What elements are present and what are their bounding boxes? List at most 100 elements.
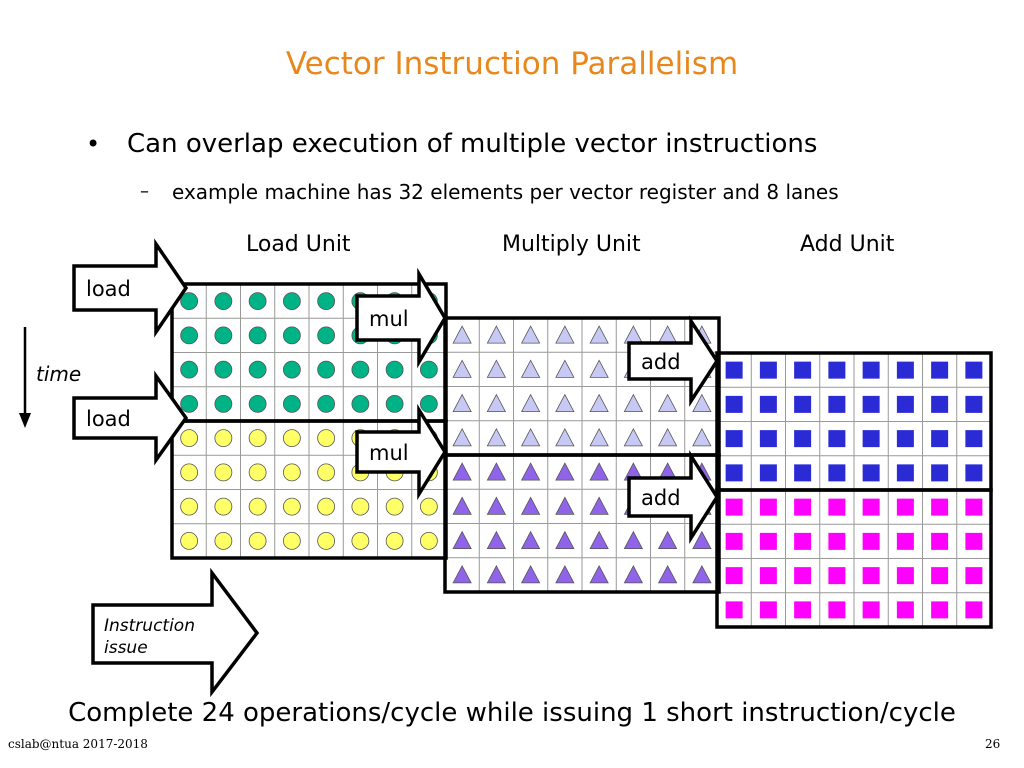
vector-element-circle — [248, 531, 267, 550]
issue-label-line2: issue — [104, 638, 148, 658]
vector-element-circle — [180, 429, 199, 448]
vector-element-triangle — [692, 530, 712, 550]
vector-element-triangle — [589, 359, 609, 378]
main-bullet: Can overlap execution of multiple vector… — [127, 129, 818, 159]
vector-element-square — [794, 532, 812, 550]
vector-element-triangle — [692, 393, 712, 413]
vector-element-triangle — [623, 428, 644, 447]
vector-element-circle — [214, 463, 233, 482]
multiply-unit-label: Multiply Unit — [502, 232, 641, 257]
vector-element-triangle — [589, 428, 609, 447]
vector-element-circle — [180, 497, 199, 516]
vector-element-square — [862, 464, 880, 482]
vector-element-square — [725, 395, 743, 413]
vector-element-square — [828, 601, 846, 619]
vector-element-square — [931, 532, 949, 550]
vector-element-square — [862, 430, 880, 448]
vector-element-triangle — [657, 428, 678, 447]
vector-element-triangle — [692, 565, 712, 584]
vector-element-circle — [214, 429, 233, 448]
vector-element-circle — [282, 531, 301, 550]
vector-element-square — [725, 532, 743, 550]
vector-element-triangle — [520, 462, 541, 481]
vector-element-circle — [351, 497, 370, 516]
vector-element-circle — [385, 497, 404, 516]
vector-element-square — [862, 498, 880, 516]
vector-element-square — [725, 430, 743, 448]
vector-element-circle — [282, 360, 301, 379]
vector-element-circle — [282, 292, 301, 311]
instruction-label: load — [86, 277, 131, 301]
vector-element-square — [725, 464, 743, 482]
vector-element-circle — [282, 394, 301, 413]
vector-element-circle — [317, 497, 336, 516]
instruction-arrow-add: add — [627, 315, 720, 407]
vector-element-square — [725, 498, 743, 516]
vector-element-square — [896, 532, 914, 550]
vector-element-triangle — [486, 462, 507, 481]
vector-element-circle — [180, 292, 199, 311]
vector-element-triangle — [555, 565, 575, 584]
vector-element-triangle — [589, 325, 609, 344]
vector-element-circle — [317, 292, 336, 311]
vector-element-square — [794, 361, 812, 379]
vector-element-triangle — [452, 428, 472, 447]
load-unit-label: Load Unit — [246, 232, 351, 257]
vector-element-triangle — [520, 393, 541, 413]
instruction-arrow-add: add — [627, 449, 720, 545]
vector-element-square — [828, 498, 846, 516]
vector-element-square — [725, 567, 743, 585]
vector-element-triangle — [657, 530, 678, 550]
vector-element-square — [794, 464, 812, 482]
vector-element-circle — [419, 394, 438, 413]
vector-element-triangle — [452, 393, 472, 413]
instruction-label: mul — [369, 307, 409, 331]
vector-element-square — [759, 464, 777, 482]
vector-element-circle — [351, 394, 370, 413]
vector-element-triangle — [452, 462, 472, 481]
vector-element-square — [965, 464, 983, 482]
vector-element-triangle — [520, 565, 541, 584]
vector-element-circle — [282, 497, 301, 516]
vector-element-square — [896, 464, 914, 482]
vector-element-circle — [385, 360, 404, 379]
vector-element-triangle — [452, 359, 472, 378]
vector-element-triangle — [589, 393, 609, 413]
vector-element-circle — [317, 531, 336, 550]
vector-element-triangle — [623, 325, 644, 344]
vector-element-triangle — [555, 462, 575, 481]
vector-element-circle — [317, 463, 336, 482]
vector-element-circle — [248, 497, 267, 516]
vector-element-square — [759, 361, 777, 379]
vector-element-triangle — [452, 325, 472, 344]
instruction-arrow-mul: mul — [355, 403, 448, 501]
vector-element-triangle — [623, 530, 644, 550]
vector-element-triangle — [486, 496, 507, 515]
slide-title: Vector Instruction Parallelism — [285, 46, 739, 82]
vector-element-triangle — [520, 428, 541, 447]
vector-element-circle — [248, 360, 267, 379]
vector-element-circle — [214, 326, 233, 345]
register-block-border — [443, 453, 721, 594]
vector-element-triangle — [657, 325, 678, 344]
vector-element-square — [965, 361, 983, 379]
vector-element-triangle — [486, 393, 507, 413]
vector-element-square — [896, 430, 914, 448]
vector-element-triangle — [555, 393, 575, 413]
summary-text: Complete 24 operations/cycle while issui… — [68, 698, 956, 728]
vector-element-triangle — [486, 359, 507, 378]
instruction-label: load — [86, 407, 131, 431]
vector-element-triangle — [486, 428, 507, 447]
vector-element-triangle — [486, 565, 507, 584]
vector-element-circle — [419, 531, 438, 550]
register-block-mul-5 — [445, 455, 719, 592]
vector-element-triangle — [452, 496, 472, 515]
vector-element-circle — [248, 429, 267, 448]
vector-element-triangle — [452, 565, 472, 584]
vector-element-triangle — [589, 530, 609, 550]
register-block-mul-2 — [445, 318, 719, 455]
vector-element-circle — [214, 292, 233, 311]
vector-element-square — [828, 430, 846, 448]
vector-element-square — [794, 601, 812, 619]
